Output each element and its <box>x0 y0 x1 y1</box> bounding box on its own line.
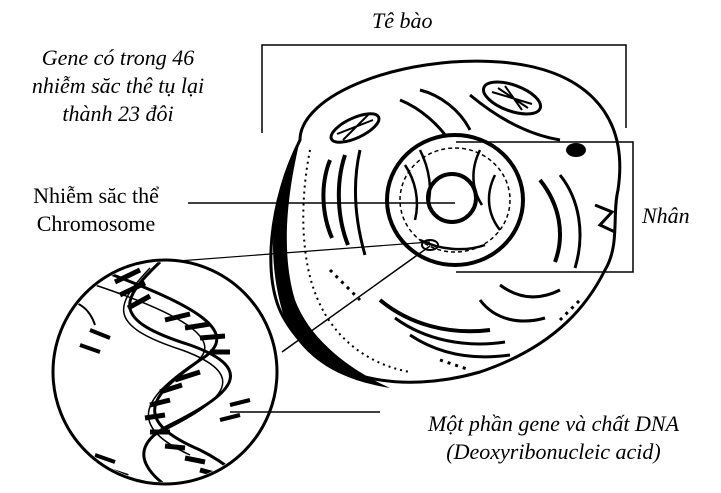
chromosome-caption: Nhiễm săc thể Chromosome <box>6 182 186 238</box>
gene-caption-line1: Gene có trong 46 <box>0 44 236 72</box>
dna-caption-line2: (Deoxyribonucleic acid) <box>386 438 721 466</box>
dna-magnifier <box>53 260 277 493</box>
gene-caption-line2: nhiễm săc thê tụ lại <box>0 72 236 100</box>
nucleus <box>387 135 523 265</box>
gene-caption: Gene có trong 46 nhiễm săc thê tụ lại th… <box>0 44 236 128</box>
dna-caption-line1: Một phần gene và chất DNA <box>386 410 721 438</box>
chromosome-caption-line1: Nhiễm săc thể <box>6 182 186 210</box>
nucleus-label: Nhân <box>642 203 690 229</box>
cell-label: Tê bào <box>372 8 433 34</box>
gene-caption-line3: thành 23 đôi <box>0 100 236 128</box>
chromosome-caption-line2: Chromosome <box>6 210 186 238</box>
dna-caption: Một phần gene và chất DNA (Deoxyribonucl… <box>386 410 721 466</box>
